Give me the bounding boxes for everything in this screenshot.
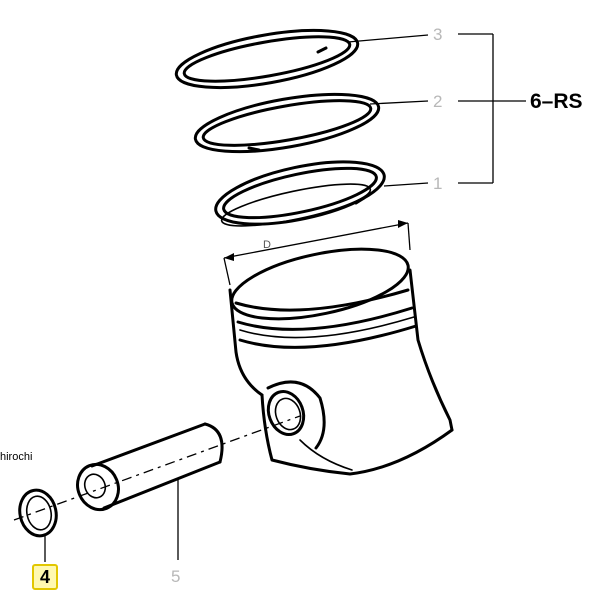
piston [228,247,454,476]
callout-ring-3: 3 [433,25,443,44]
callout-circlip: 4 [39,566,50,587]
callout-circlip-highlight: 4 [32,564,58,590]
circlip [18,488,58,538]
diameter-dimension [223,220,411,286]
piston-ring-2 [193,92,381,154]
watermark: hirochi [0,451,33,463]
callout-ring-1: 1 [433,174,443,193]
callout-pin: 5 [171,567,181,586]
leader-lines [44,33,526,562]
piston-ring-3 [174,28,360,90]
piston-pin [76,422,224,512]
diameter-label: D [263,239,271,251]
ring-set-label: 6–RS [530,90,583,113]
pin-axis-line [13,415,301,521]
piston-ring-1 [214,160,386,227]
callout-ring-2: 2 [433,92,443,111]
